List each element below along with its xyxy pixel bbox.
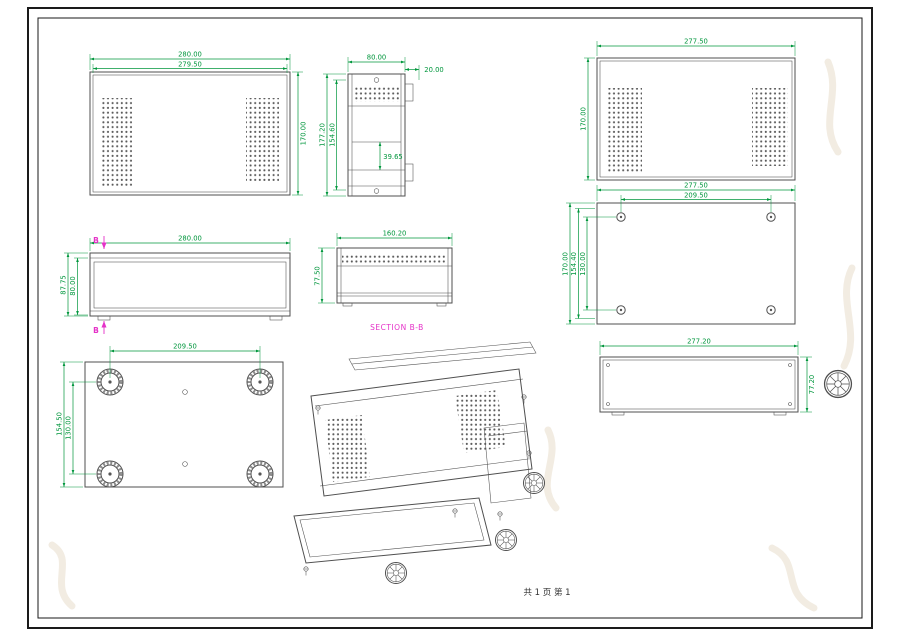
rubber-foot [245, 459, 275, 489]
dim-label: 280.00 [178, 51, 202, 59]
dim-label: 80.00 [367, 54, 386, 62]
foot-tab [773, 411, 787, 416]
vent-holes-right [455, 390, 506, 453]
section-marker-top: B [93, 236, 107, 249]
screw-icon [315, 405, 321, 415]
dim-label: 177.20 [319, 123, 327, 147]
dim-label: 130.00 [65, 416, 73, 440]
dim-label: 154.50 [56, 412, 64, 436]
foot-wheel [495, 529, 517, 551]
dim-label: 80.00 [69, 276, 77, 295]
screw-hole [182, 389, 188, 395]
vent-holes-left [606, 88, 642, 172]
vent-holes [353, 85, 399, 102]
dim-label: 87.75 [60, 275, 68, 294]
foot-tab [269, 315, 283, 321]
view-bottom-holes: 277.50 209.50 170.00 154.40 130.00 [562, 182, 796, 325]
cover-panel [310, 368, 533, 497]
dim-label: 77.20 [808, 375, 816, 394]
section-marker-bottom: B [93, 321, 107, 335]
vent-holes-left [325, 415, 370, 482]
dim-label: 170.00 [580, 107, 588, 131]
side-bracket [483, 422, 532, 504]
foot-tab [342, 302, 353, 307]
dim-label: 154.60 [329, 123, 337, 147]
screw-hole [373, 188, 380, 194]
view-side: 80.00 20.00 177.20 154.60 39.65 [319, 54, 444, 197]
dim-label: 154.40 [570, 252, 578, 276]
sheet-frame [27, 7, 873, 629]
foot-tab [97, 315, 111, 321]
view-base-feet: 209.50 154.50 130.00 [56, 343, 284, 489]
dim-label: 170.00 [562, 252, 570, 276]
dim-label: 279.50 [178, 60, 202, 68]
view-front: 280.00 87.75 80.00 B B [60, 235, 291, 335]
watermark [48, 58, 856, 612]
dim-label: 170.00 [300, 122, 308, 146]
view-section-bb: 160.20 77.50 SECTION B-B [314, 230, 453, 332]
screw-icon [497, 511, 503, 521]
foot-tab [611, 411, 625, 416]
screw-icon [303, 566, 309, 576]
dim-label: 277.50 [684, 38, 708, 46]
view-top: 280.00 279.50 170.00 [89, 51, 308, 196]
dim-label: 77.50 [314, 266, 322, 285]
dim-label: 209.50 [684, 191, 708, 199]
view-exploded [293, 341, 545, 584]
mount-tab [404, 83, 414, 102]
dim-label: 39.65 [383, 153, 402, 161]
mount-tab [404, 163, 414, 182]
view-rear: 277.20 77.20 [599, 338, 853, 416]
vent-holes-left [101, 98, 134, 188]
vent-holes-right [246, 98, 279, 181]
vent-holes-row [342, 253, 447, 263]
dim-label: 160.20 [383, 230, 407, 238]
top-panel [348, 341, 537, 371]
view-vent-top: 277.50 170.00 [580, 38, 796, 181]
rubber-foot [95, 459, 125, 489]
screw-icon [452, 508, 458, 518]
dim-label: 277.50 [684, 182, 708, 190]
dim-label: 277.20 [687, 338, 711, 346]
vent-holes-right [752, 88, 788, 166]
page-footer: 共 1 页 第 1 [523, 587, 570, 598]
bottom-tray [293, 497, 492, 564]
foot-wheel [523, 472, 545, 494]
screw-hole [616, 212, 776, 315]
dim-label: 280.00 [178, 235, 202, 243]
svg-text:B: B [93, 326, 99, 335]
section-title: SECTION B-B [370, 323, 424, 332]
dim-label: 130.00 [579, 252, 587, 276]
dim-label: 20.00 [424, 66, 443, 74]
foot-wheel [385, 562, 407, 584]
foot-tab [436, 302, 447, 307]
screw-hole [182, 461, 188, 467]
screw-hole [373, 77, 380, 83]
svg-text:B: B [93, 236, 99, 245]
foot-detail [823, 369, 853, 399]
dim-label: 209.50 [173, 343, 197, 351]
